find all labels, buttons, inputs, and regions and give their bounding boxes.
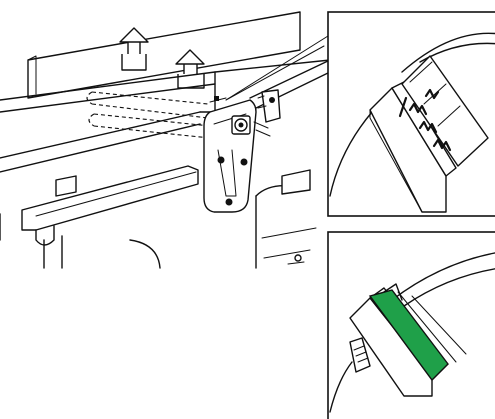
leader-lines (225, 35, 329, 101)
hidden-parts (86, 91, 211, 139)
back-plate (27, 11, 301, 99)
spring (408, 88, 452, 152)
up-arrow-icon (175, 49, 205, 89)
up-arrow-icon (119, 27, 149, 71)
machine-body (0, 169, 317, 269)
detail-inset-bottom (327, 231, 495, 419)
side-bracket (203, 99, 271, 213)
lower-rail (21, 165, 199, 246)
main-view (0, 11, 331, 269)
detail-inset-top (327, 11, 495, 217)
adjust-knob (209, 89, 281, 123)
